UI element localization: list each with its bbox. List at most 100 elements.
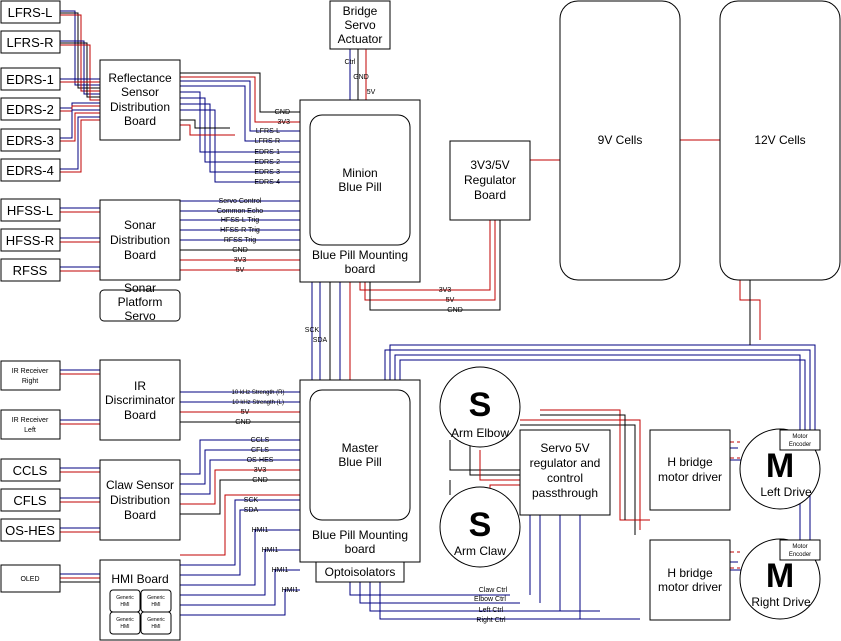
signal-labels: Ctrl GND 5V GND 3V3 LFRS-L LFRS-R EDRS-1… <box>217 59 508 624</box>
svg-text:Generic: Generic <box>116 595 134 601</box>
svg-text:SCK: SCK <box>244 497 259 504</box>
svg-text:Blue Pill Mounting: Blue Pill Mounting <box>312 528 408 542</box>
left-drive-motor: M Left Drive Motor Encoder <box>739 428 821 510</box>
svg-text:Right Drive: Right Drive <box>751 595 811 609</box>
svg-text:Right: Right <box>22 378 38 385</box>
sensor-edrs-4: EDRS-4 <box>0 158 61 182</box>
svg-text:Ctrl: Ctrl <box>345 59 356 66</box>
svg-text:CFLS: CFLS <box>251 447 269 454</box>
oled: OLED <box>0 564 61 593</box>
svg-text:Bridge: Bridge <box>343 4 378 18</box>
svg-text:5V: 5V <box>241 409 250 416</box>
svg-text:Left Drive: Left Drive <box>760 485 812 499</box>
sensor-cfls: CFLS <box>0 488 61 512</box>
svg-text:RFSS: RFSS <box>13 263 48 278</box>
svg-text:EDRS-3: EDRS-3 <box>254 169 280 176</box>
svg-text:RFSS Trig: RFSS Trig <box>224 237 256 244</box>
svg-text:Left: Left <box>24 427 36 434</box>
sensor-edrs-1: EDRS-1 <box>0 67 61 91</box>
svg-text:LFRS-L: LFRS-L <box>256 128 280 135</box>
svg-text:Discriminator: Discriminator <box>105 393 175 407</box>
arm-elbow-servo: S Arm Elbow <box>439 366 521 448</box>
svg-text:Optoisolators: Optoisolators <box>325 565 396 579</box>
svg-text:HMI1: HMI1 <box>282 587 299 594</box>
svg-text:Actuator: Actuator <box>338 32 383 46</box>
svg-text:3V3: 3V3 <box>278 119 291 126</box>
svg-text:5V: 5V <box>446 297 455 304</box>
svg-text:SDA: SDA <box>244 507 259 514</box>
sensor-edrs-2: EDRS-2 <box>0 97 61 121</box>
svg-text:S: S <box>469 386 492 424</box>
svg-text:Sensor: Sensor <box>121 85 159 99</box>
svg-text:Board: Board <box>474 188 506 202</box>
svg-text:Board: Board <box>124 408 156 422</box>
sensor-lfrs-r: LFRS-R <box>0 30 61 54</box>
svg-text:HMI: HMI <box>151 624 160 630</box>
svg-text:Reflectance: Reflectance <box>108 71 172 85</box>
sensor-hfss-l: HFSS-L <box>0 198 61 222</box>
svg-text:Encoder: Encoder <box>789 442 811 448</box>
svg-text:HMI1: HMI1 <box>252 527 269 534</box>
svg-text:Generic: Generic <box>147 617 165 623</box>
svg-text:Board: Board <box>124 508 156 522</box>
svg-text:board: board <box>345 262 376 276</box>
svg-text:3V3/5V: 3V3/5V <box>470 158 509 172</box>
svg-text:Encoder: Encoder <box>789 552 811 558</box>
svg-text:EDRS-1: EDRS-1 <box>254 149 280 156</box>
reflectance-sensor-board: Reflectance Sensor Distribution Board <box>99 59 181 141</box>
svg-text:GND: GND <box>353 74 369 81</box>
svg-text:10 kHz Strength (L): 10 kHz Strength (L) <box>232 400 284 406</box>
svg-text:Minion: Minion <box>342 166 377 180</box>
svg-text:IR: IR <box>134 379 146 393</box>
svg-text:H bridge: H bridge <box>667 455 713 469</box>
svg-text:EDRS-4: EDRS-4 <box>254 179 280 186</box>
bridge-servo-actuator: Bridge Servo Actuator <box>329 0 391 50</box>
svg-text:Blue Pill Mounting: Blue Pill Mounting <box>312 248 408 262</box>
wiring <box>60 10 820 620</box>
svg-text:passthrough: passthrough <box>532 486 598 500</box>
svg-text:Distribution: Distribution <box>110 233 170 247</box>
svg-text:Board: Board <box>124 114 156 128</box>
svg-text:GND: GND <box>235 419 251 426</box>
optoisolators: Optoisolators <box>315 561 405 583</box>
svg-text:EDRS-3: EDRS-3 <box>6 133 54 148</box>
minion-mounting-board: Minion Blue Pill Blue Pill Mounting boar… <box>299 99 421 283</box>
svg-text:OS-HES: OS-HES <box>5 523 55 538</box>
svg-text:Claw Sensor: Claw Sensor <box>106 478 174 492</box>
svg-text:Arm Claw: Arm Claw <box>454 544 506 558</box>
svg-text:Left Ctrl: Left Ctrl <box>479 607 504 614</box>
svg-text:HFSS-L Trig: HFSS-L Trig <box>221 217 259 224</box>
sensor-rfss: RFSS <box>0 258 61 282</box>
svg-text:Generic: Generic <box>116 617 134 623</box>
right-drive-motor: M Right Drive Motor Encoder <box>739 538 821 620</box>
svg-text:EDRS-4: EDRS-4 <box>6 163 54 178</box>
svg-text:3V3: 3V3 <box>254 467 267 474</box>
svg-text:HMI: HMI <box>120 602 129 608</box>
svg-text:Motor: Motor <box>792 544 807 550</box>
svg-text:Blue Pill: Blue Pill <box>338 455 381 469</box>
svg-text:Master: Master <box>342 441 379 455</box>
svg-text:Blue Pill: Blue Pill <box>338 180 381 194</box>
svg-text:Servo 5V: Servo 5V <box>540 441 589 455</box>
sonar-platform-servo: Sonar Platform Servo <box>99 281 181 323</box>
svg-text:9V Cells: 9V Cells <box>598 133 643 147</box>
svg-text:HFSS-L: HFSS-L <box>7 203 53 218</box>
svg-text:Distribution: Distribution <box>110 100 170 114</box>
svg-text:H bridge: H bridge <box>667 566 713 580</box>
master-mounting-board: Master Blue Pill Blue Pill Mounting boar… <box>299 379 421 563</box>
svg-text:LFRS-R: LFRS-R <box>255 138 280 145</box>
svg-text:Generic: Generic <box>147 595 165 601</box>
svg-text:Right Ctrl: Right Ctrl <box>476 617 506 624</box>
svg-text:GND: GND <box>274 109 290 116</box>
svg-text:GND: GND <box>252 477 268 484</box>
svg-text:Servo: Servo <box>344 18 376 32</box>
svg-text:SCK: SCK <box>305 327 320 334</box>
sensor-ccls: CCLS <box>0 458 61 482</box>
svg-text:Motor: Motor <box>792 434 807 440</box>
svg-text:GND: GND <box>232 247 248 254</box>
svg-text:HFSS-R: HFSS-R <box>6 233 54 248</box>
svg-text:GND: GND <box>447 307 463 314</box>
svg-text:10 kHz Strength (R): 10 kHz Strength (R) <box>231 390 284 396</box>
svg-text:S: S <box>469 506 492 544</box>
